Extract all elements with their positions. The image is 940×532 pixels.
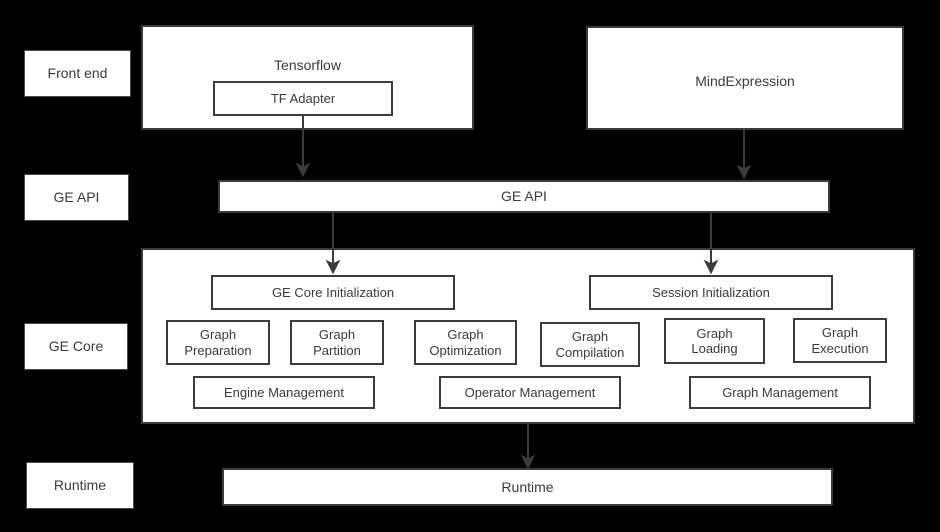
runtime-bar: Runtime: [222, 468, 833, 506]
session-initialization-label: Session Initialization: [652, 284, 770, 300]
ge-core-initialization-box: GE Core Initialization: [211, 275, 455, 310]
tf-adapter-label: TF Adapter: [270, 90, 336, 106]
framework-tensorflow-title: Tensorflow: [274, 57, 341, 73]
operator-management-box: Operator Management: [439, 376, 621, 409]
graph-compilation-label: Graph Compilation: [555, 329, 625, 360]
graph-preparation-label: Graph Preparation: [184, 327, 252, 358]
layer-label-runtime-text: Runtime: [53, 477, 107, 494]
graph-partition-box: Graph Partition: [290, 320, 384, 365]
layer-label-ge-api-text: GE API: [53, 189, 100, 206]
graph-management-box: Graph Management: [689, 376, 871, 409]
engine-management-label: Engine Management: [224, 384, 344, 400]
graph-optimization-box: Graph Optimization: [414, 320, 517, 365]
graph-preparation-box: Graph Preparation: [166, 320, 270, 365]
graph-loading-label: Graph Loading: [691, 325, 738, 356]
graph-partition-label: Graph Partition: [313, 327, 361, 358]
layer-label-ge-api: GE API: [24, 174, 129, 221]
graph-optimization-label: Graph Optimization: [429, 327, 502, 358]
framework-mindexpression-title: MindExpression: [695, 73, 795, 89]
graph-execution-box: Graph Execution: [793, 318, 887, 363]
tf-adapter-box: TF Adapter: [213, 81, 393, 116]
graph-management-label: Graph Management: [722, 384, 838, 400]
layer-label-ge-core: GE Core: [24, 323, 128, 370]
session-initialization-box: Session Initialization: [589, 275, 833, 310]
framework-mindexpression: MindExpression: [586, 26, 904, 130]
operator-management-label: Operator Management: [464, 384, 596, 400]
runtime-bar-label: Runtime: [501, 478, 554, 495]
engine-management-box: Engine Management: [193, 376, 375, 409]
layer-label-ge-core-text: GE Core: [48, 338, 104, 355]
layer-label-front-end-text: Front end: [47, 65, 108, 82]
graph-execution-label: Graph Execution: [811, 325, 869, 356]
graph-compilation-box: Graph Compilation: [540, 322, 640, 367]
layer-label-runtime: Runtime: [26, 462, 134, 509]
graph-loading-box: Graph Loading: [664, 318, 765, 364]
ge-api-bar: GE API: [218, 180, 830, 213]
layer-label-front-end: Front end: [24, 50, 131, 97]
ge-api-bar-label: GE API: [501, 188, 547, 205]
ge-core-initialization-label: GE Core Initialization: [271, 284, 395, 300]
